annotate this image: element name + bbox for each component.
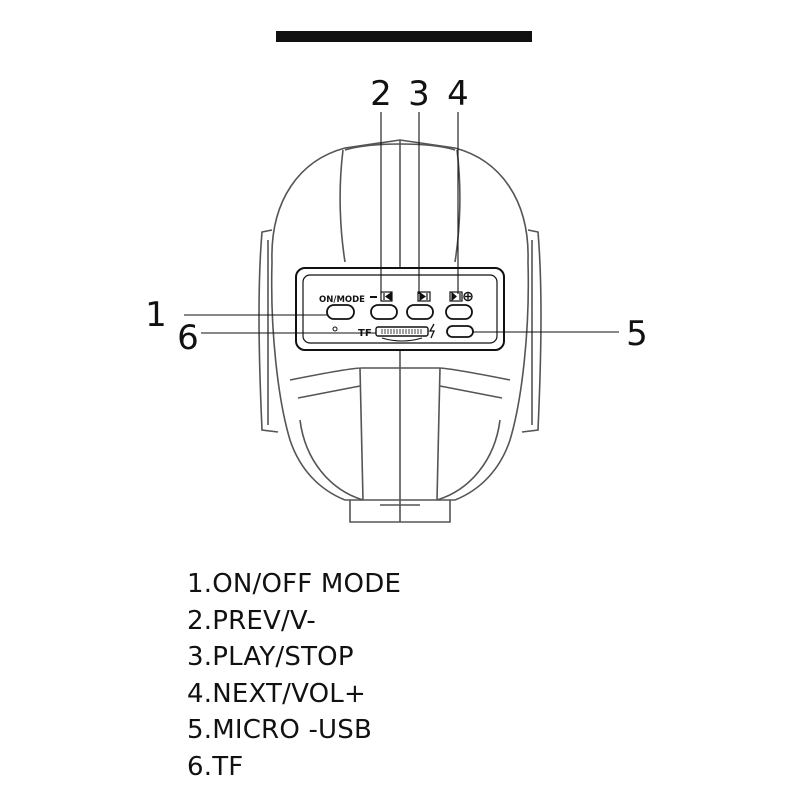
callout-number-4: 4 xyxy=(447,74,469,114)
plus-icon xyxy=(463,291,473,302)
legend-item-next-vol-up: 4.NEXT/VOL+ xyxy=(187,678,366,709)
legend-item-prev-vol-down: 2.PREV/V- xyxy=(187,605,316,636)
top-bar xyxy=(276,31,532,42)
callout-number-1: 1 xyxy=(145,295,167,335)
play-pause-icon xyxy=(417,291,431,302)
next-vol-up-button[interactable] xyxy=(445,304,473,320)
on-mode-label: ON/MODE xyxy=(319,295,365,305)
legend-item-play-stop: 3.PLAY/STOP xyxy=(187,642,354,672)
legend-item-micro-usb: 5.MICRO -USB xyxy=(187,715,373,745)
leader-lines xyxy=(184,112,619,334)
callout-number-6: 6 xyxy=(177,318,199,358)
callout-number-2: 2 xyxy=(370,74,392,114)
callout-number-5: 5 xyxy=(626,314,648,354)
speaker-diagram: ON/MODE TF xyxy=(145,31,648,523)
micro-usb-port[interactable] xyxy=(446,325,474,338)
on-off-mode-button[interactable] xyxy=(326,304,355,320)
legend-list: 1.ON/OFF MODE 2.PREV/V- 3.PLAY/STOP 4.NE… xyxy=(187,566,401,785)
prev-vol-down-button[interactable] xyxy=(370,304,398,320)
charge-icon xyxy=(428,323,435,339)
indicator-light xyxy=(332,326,338,332)
legend-item-tf: 6.TF xyxy=(187,751,244,782)
control-panel: ON/MODE TF xyxy=(295,267,505,351)
legend-item-on-off-mode: 1.ON/OFF MODE xyxy=(187,569,402,599)
callout-number-3: 3 xyxy=(408,74,430,114)
next-icon xyxy=(449,291,463,302)
minus-icon xyxy=(370,296,377,298)
tf-card-slot[interactable] xyxy=(375,326,429,342)
previous-icon xyxy=(380,291,393,302)
play-stop-button[interactable] xyxy=(406,304,434,320)
